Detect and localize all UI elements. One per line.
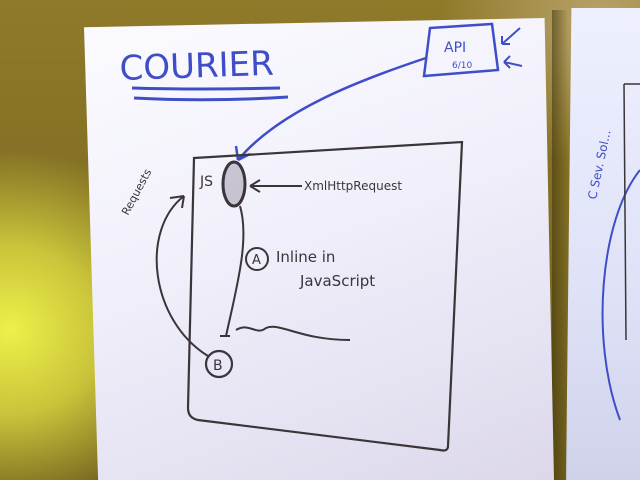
item-b-marker: B — [213, 358, 223, 374]
api-to-js-arrow — [237, 56, 427, 161]
title-text: COURIER — [119, 44, 274, 89]
title-underline-1 — [131, 86, 281, 91]
js-down-line — [225, 205, 245, 337]
browser-box — [186, 140, 464, 452]
item-b-circle — [204, 349, 234, 379]
side-sheet-box — [623, 83, 640, 341]
side-sheet-text: C Sev. Sol... — [585, 129, 613, 201]
requests-arrow-head — [169, 195, 185, 209]
item-a-line1: Inline in — [276, 248, 335, 266]
js-label: JS — [199, 174, 213, 190]
item-a-marker: A — [252, 253, 261, 268]
inbound-arrow-2 — [503, 55, 523, 69]
xhr-arrow — [249, 179, 302, 193]
item-a-line2: JavaScript — [299, 272, 375, 290]
inbound-arrow-1 — [501, 27, 521, 45]
xhr-label: XmlHttpRequest — [304, 179, 402, 193]
side-sheet-curve — [601, 169, 640, 421]
title-underline-2 — [133, 95, 289, 102]
api-box — [422, 22, 500, 78]
requests-label: Requests — [119, 167, 154, 218]
requests-arrow — [155, 195, 209, 357]
item-a-circle — [245, 247, 269, 271]
wavy-line — [235, 325, 351, 341]
api-box-text: API — [444, 40, 466, 56]
js-circle-marker — [221, 160, 247, 208]
api-box-subtext: 6/10 — [452, 61, 472, 71]
flipchart-sheet — [84, 18, 554, 480]
side-flipchart-sheet — [566, 8, 640, 480]
sheet-shadow — [552, 10, 568, 480]
